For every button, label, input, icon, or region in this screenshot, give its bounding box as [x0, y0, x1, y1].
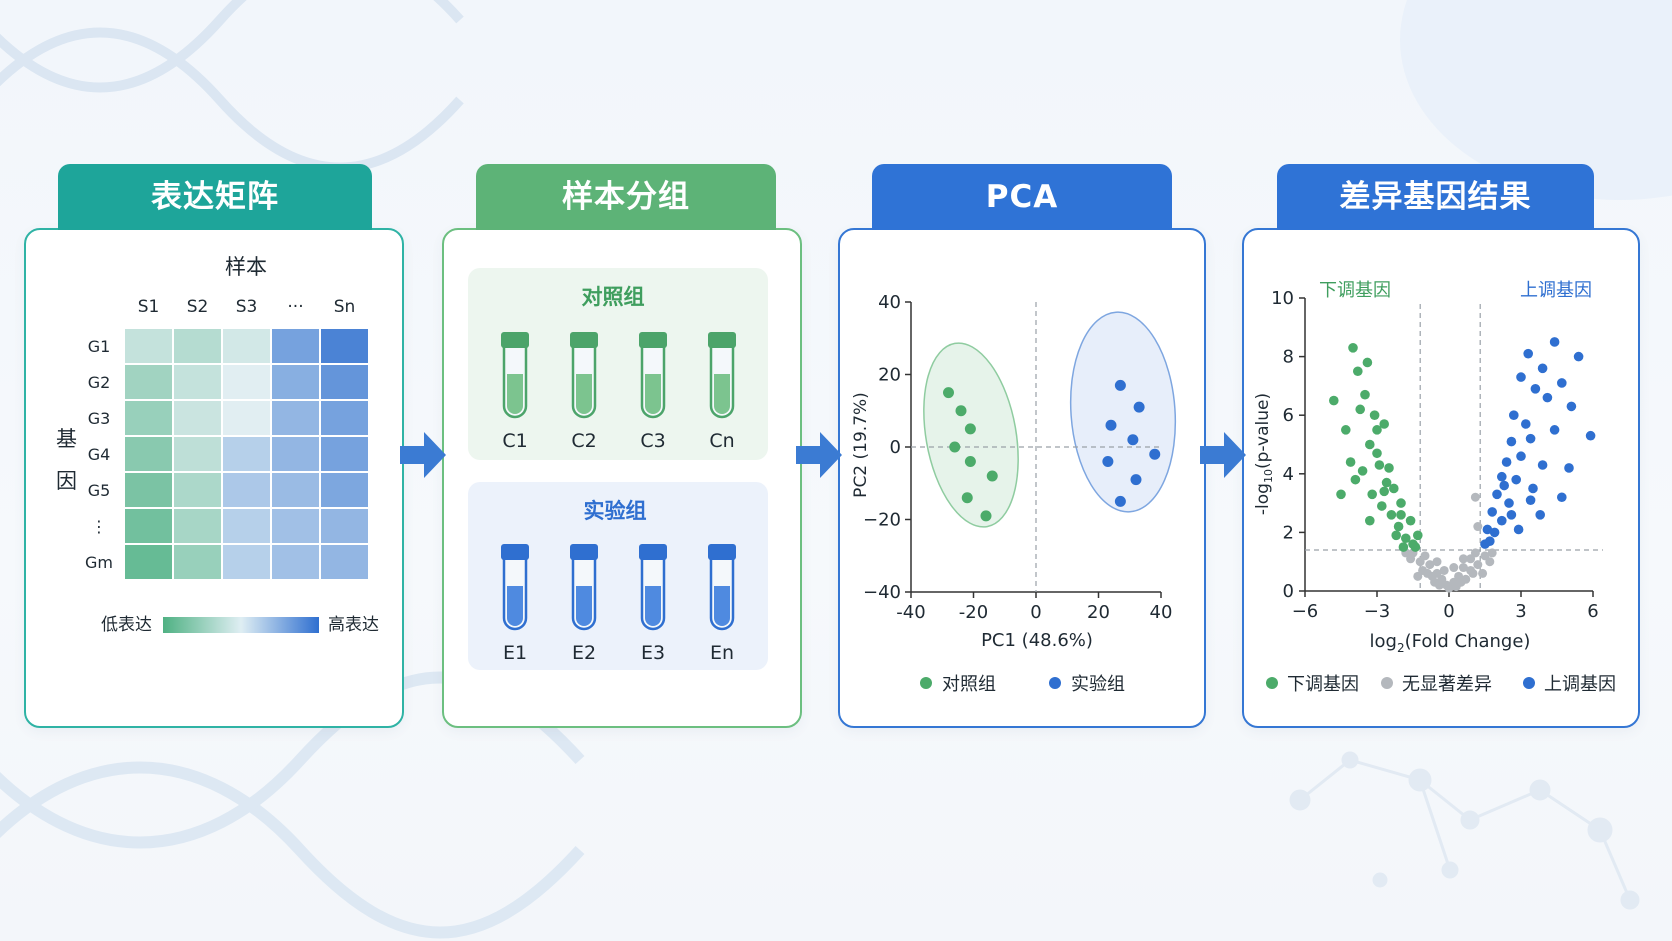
pca-title: PCA [872, 164, 1172, 230]
molecule-decoration [1289, 751, 1640, 910]
volcano-panel [1242, 228, 1640, 728]
dna-helix-top-left [0, 0, 464, 173]
expression-matrix-panel [24, 228, 404, 728]
sample-grouping-title: 样本分组 [476, 164, 776, 230]
volcano-title: 差异基因结果 [1277, 164, 1594, 230]
flow-arrow-icon [400, 432, 446, 478]
flow-arrow-icon [1200, 432, 1246, 478]
flow-arrow-icon [796, 432, 842, 478]
pca-panel [838, 228, 1206, 728]
sample-grouping-panel [442, 228, 802, 728]
background-blob [1400, 0, 1672, 200]
expression-matrix-title: 表达矩阵 [58, 164, 372, 230]
